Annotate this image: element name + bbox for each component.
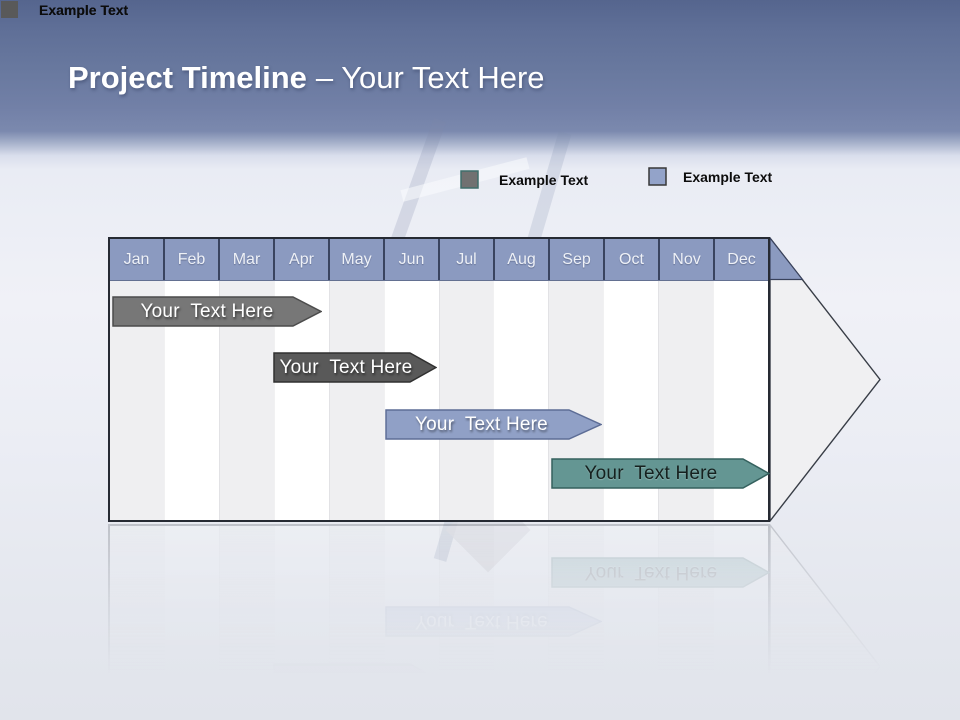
month-cell: May xyxy=(328,239,383,280)
month-cell: Sep xyxy=(548,239,603,280)
grid-column xyxy=(438,281,494,520)
legend-item-4: Example Text xyxy=(0,0,128,19)
timeline-arrow-head xyxy=(770,237,881,522)
legend-item-1: Example Text xyxy=(460,170,588,189)
legend-swatch-icon xyxy=(460,170,479,189)
month-cell: Nov xyxy=(658,239,713,280)
month-cell: Mar xyxy=(218,239,273,280)
task-bar-1: Your Text Here xyxy=(112,296,322,327)
legend-label: Example Text xyxy=(39,1,129,18)
month-cell: Oct xyxy=(603,239,658,280)
month-cell: Aug xyxy=(493,239,548,280)
grid-column xyxy=(328,281,384,520)
legend-label: Example Text xyxy=(683,168,773,185)
task-bar-2: Your Text Here xyxy=(273,352,437,383)
task-bar-label: Your Text Here xyxy=(140,300,274,322)
page-title: Project Timeline– Your Text Here xyxy=(68,60,545,96)
title-light-text: – Your Text Here xyxy=(315,60,545,95)
task-bar-3: Your Text Here xyxy=(385,409,602,440)
grid-column xyxy=(493,281,549,520)
month-cell: Feb xyxy=(163,239,218,280)
month-cell: Jul xyxy=(438,239,493,280)
legend-swatch-icon xyxy=(1,1,18,18)
month-cell: Apr xyxy=(273,239,328,280)
title-bold-text: Project Timeline xyxy=(68,60,307,95)
legend-label: Example Text xyxy=(499,171,589,188)
grid-column xyxy=(383,281,439,520)
month-header-row: Jan Feb Mar Apr May Jun Jul Aug Sep Oct … xyxy=(110,239,768,281)
task-bar-label: Your Text Here xyxy=(415,413,548,435)
month-cell: Jun xyxy=(383,239,438,280)
month-cell: Dec xyxy=(713,239,768,280)
legend-item-2: Example Text xyxy=(648,167,772,186)
task-bar-label: Your Text Here xyxy=(584,462,718,484)
task-bar-4: Your Text Here xyxy=(551,458,770,489)
legend-label: Example Text xyxy=(39,1,129,18)
timeline-chart: Jan Feb Mar Apr May Jun Jul Aug Sep Oct … xyxy=(108,237,881,522)
legend-swatch-icon xyxy=(648,167,667,186)
month-cell: Jan xyxy=(123,250,150,268)
task-bar-label: Your Text Here xyxy=(279,356,413,378)
